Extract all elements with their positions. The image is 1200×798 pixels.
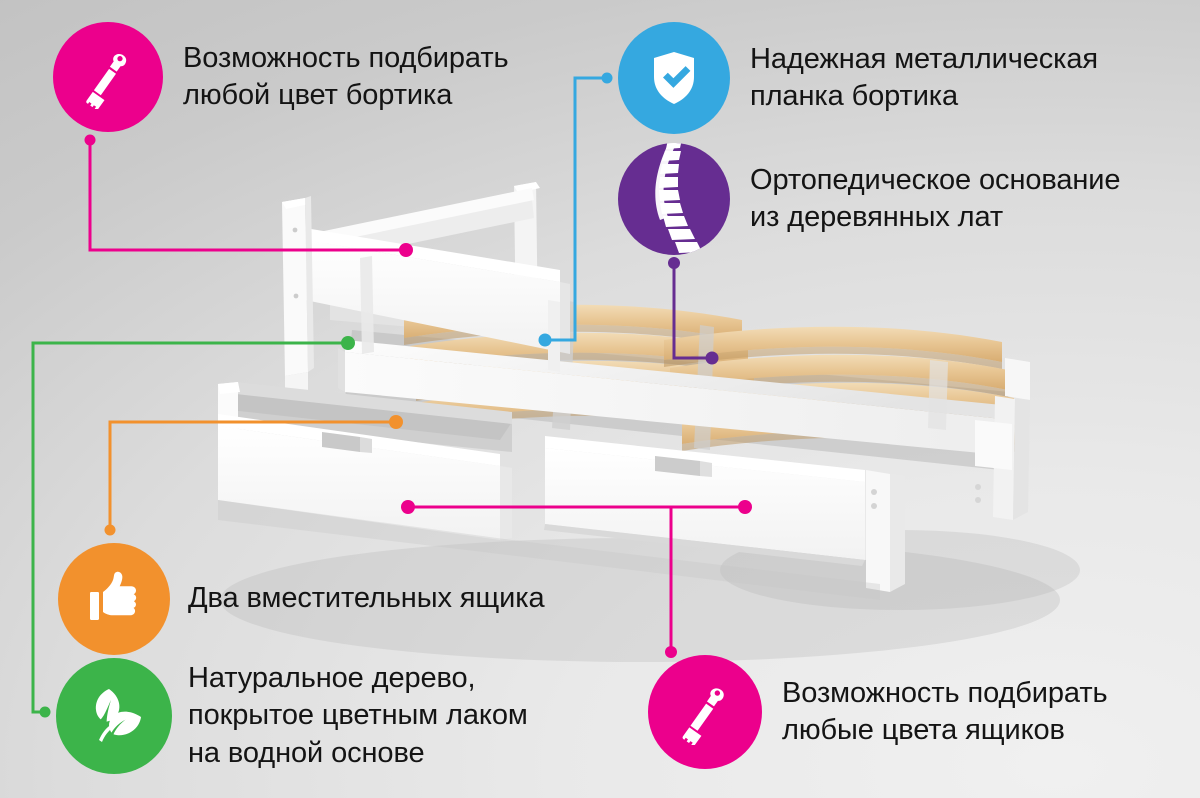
callout-drawer-color-label: Возможность подбирать любые цвета ящиков (782, 676, 1108, 746)
callout-metal-plate[interactable]: Надежная металлическая планка бортика (618, 22, 1098, 134)
thumbs-up-icon (81, 566, 147, 632)
shield-check-icon-badge (618, 22, 730, 134)
spine-icon (618, 143, 730, 255)
callout-side-color[interactable]: Возможность подбирать любой цвет бортика (53, 22, 509, 132)
leaf-icon (80, 682, 148, 750)
callout-drawer-color[interactable]: Возможность подбирать любые цвета ящиков (648, 655, 1108, 769)
spine-icon-badge (618, 143, 730, 255)
callout-side-color-label: Возможность подбирать любой цвет бортика (183, 41, 509, 111)
callout-natural-wood[interactable]: Натуральное дерево, покрытое цветным лак… (56, 658, 528, 774)
paint-brush-icon (672, 679, 738, 745)
callout-two-drawers[interactable]: Два вместительных ящика (58, 543, 545, 655)
leaf-icon-badge (56, 658, 172, 774)
callout-two-drawers-label: Два вместительных ящика (188, 582, 545, 615)
callout-ortho-base-label: Ортопедическое основание из деревянных л… (750, 163, 1121, 233)
paint-brush-icon-badge (53, 22, 163, 132)
paint-brush-icon-badge-2 (648, 655, 762, 769)
callout-ortho-base[interactable]: Ортопедическое основание из деревянных л… (618, 143, 1121, 255)
thumbs-up-icon-badge (58, 543, 170, 655)
shield-check-icon (642, 46, 706, 110)
paint-brush-icon (76, 45, 140, 109)
callout-metal-plate-label: Надежная металлическая планка бортика (750, 42, 1099, 112)
callout-natural-wood-label: Натуральное дерево, покрытое цветным лак… (188, 662, 528, 769)
